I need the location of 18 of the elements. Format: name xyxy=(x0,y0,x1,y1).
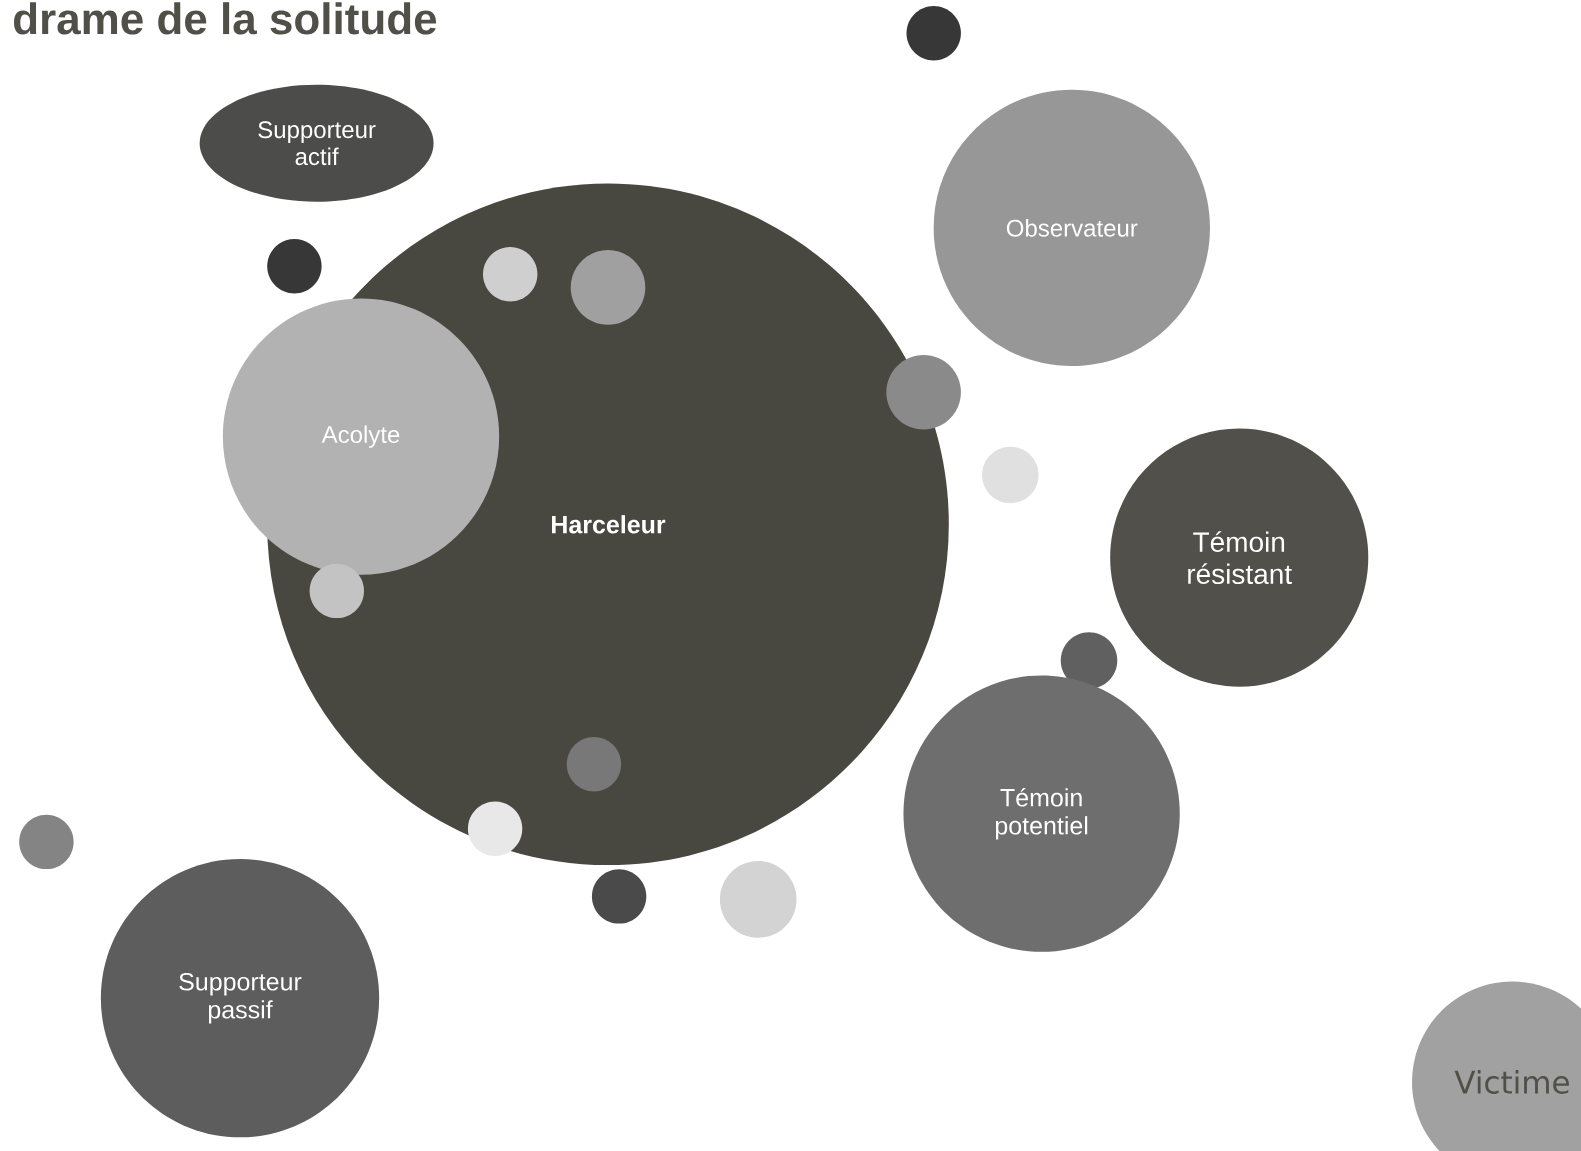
ellipse-node: Supporteur actif xyxy=(199,84,434,202)
circle-node: Acolyte xyxy=(222,298,500,575)
title: drame de la solitude xyxy=(14,2,437,35)
circle-node: Témoin résistant xyxy=(1110,428,1369,687)
small-circle xyxy=(1060,632,1118,689)
small-circle xyxy=(570,250,646,325)
small-circle xyxy=(719,861,797,938)
circle-node: Témoin potentiel xyxy=(903,675,1180,952)
small-circle xyxy=(267,239,322,294)
small-circle xyxy=(591,869,647,924)
small-circle xyxy=(982,446,1039,504)
small-circle xyxy=(886,354,961,430)
small-circle xyxy=(483,247,538,302)
small-circle xyxy=(906,6,961,61)
small-circle xyxy=(19,814,74,870)
circle-node: Observateur xyxy=(933,89,1210,367)
circle-node: Supporteur passif xyxy=(100,859,380,1138)
small-circle xyxy=(566,737,622,792)
